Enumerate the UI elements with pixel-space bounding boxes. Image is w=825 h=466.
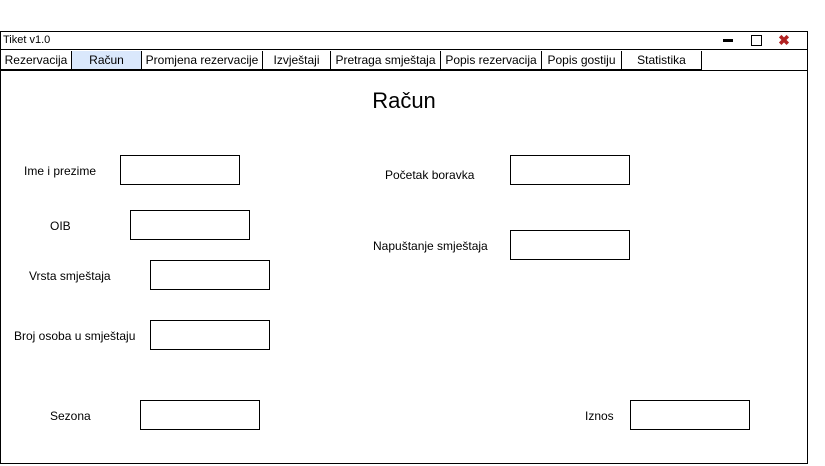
title-bar: Tiket v1.0 ✖ <box>1 32 807 50</box>
napustanje-smjestaja-label: Napuštanje smještaja <box>373 239 488 253</box>
window-title: Tiket v1.0 <box>3 34 51 46</box>
tab-racun[interactable]: Račun <box>72 51 142 70</box>
tab-bar: Rezervacija Račun Promjena rezervacije I… <box>1 51 807 70</box>
broj-osoba-label: Broj osoba u smještaju <box>14 329 136 343</box>
iznos-label: Iznos <box>585 409 614 423</box>
page-title: Račun <box>372 88 436 113</box>
close-icon[interactable]: ✖ <box>778 32 790 48</box>
tab-popis-gostiju[interactable]: Popis gostiju <box>542 51 622 70</box>
oib-label: OIB <box>50 219 71 233</box>
tab-izvjestaji[interactable]: Izvještaji <box>263 51 331 70</box>
broj-osoba-field[interactable] <box>150 320 270 350</box>
sezona-label: Sezona <box>50 409 91 423</box>
tab-rezervacija[interactable]: Rezervacija <box>1 51 72 70</box>
minimize-icon[interactable] <box>718 32 738 49</box>
tab-divider <box>1 70 807 71</box>
tab-popis-rezervacija[interactable]: Popis rezervacija <box>441 51 542 70</box>
pocetak-boravka-field[interactable] <box>510 155 630 185</box>
oib-field[interactable] <box>130 210 250 240</box>
sezona-field[interactable] <box>140 400 260 430</box>
vrsta-smjestaja-field[interactable] <box>150 260 270 290</box>
iznos-field[interactable] <box>630 400 750 430</box>
maximize-icon[interactable] <box>746 32 766 49</box>
ime-prezime-label: Ime i prezime <box>24 164 97 178</box>
napustanje-smjestaja-field[interactable] <box>510 230 630 260</box>
tab-pretraga-smjestaja[interactable]: Pretraga smještaja <box>331 51 441 70</box>
ime-prezime-field[interactable] <box>120 155 240 185</box>
app-window: Tiket v1.0 ✖ Rezervacija Račun Promjena … <box>0 31 808 464</box>
vrsta-smjestaja-label: Vrsta smještaja <box>29 269 111 283</box>
tab-statistika[interactable]: Statistika <box>622 51 702 70</box>
pocetak-boravka-label: Početak boravka <box>385 168 475 182</box>
tab-promjena-rezervacije[interactable]: Promjena rezervacije <box>142 51 263 70</box>
